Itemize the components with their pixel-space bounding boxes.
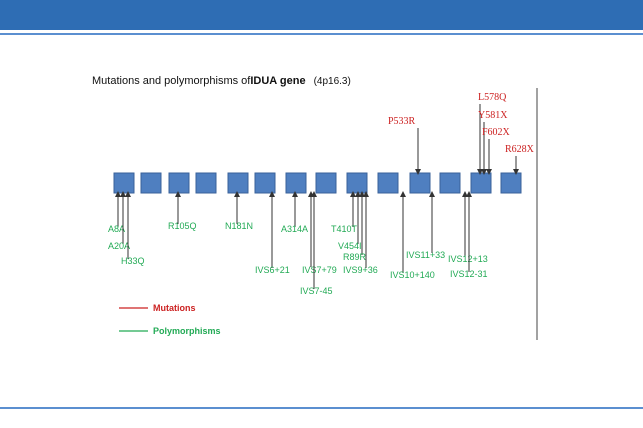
polymorphism-label: R89R (343, 252, 367, 262)
exon-5 (227, 172, 249, 194)
polymorphism-label: A8A (108, 224, 125, 234)
exon-6 (254, 172, 276, 194)
mutation-label: R628X (505, 144, 535, 155)
exon-1 (113, 172, 135, 194)
legend-polymorphism-label: Polymorphisms (153, 326, 221, 336)
polymorphism-label: IVS12-31 (450, 269, 488, 279)
exon-12 (439, 172, 461, 194)
title-prefix: Mutations and polymorphisms of (92, 75, 251, 87)
polymorphism-label: A314A (281, 224, 308, 234)
polymorphism-label: R105Q (168, 221, 197, 231)
mutation-label: L578Q (478, 92, 507, 103)
exon-14 (500, 172, 522, 194)
polymorphism-label: A20A (108, 241, 130, 251)
exon-9 (346, 172, 368, 194)
mutation-label: F602X (482, 127, 511, 138)
exon-11 (409, 172, 431, 194)
exon-13 (470, 172, 492, 194)
exon-8 (315, 172, 337, 194)
polymorphism-label: IVS12+13 (448, 254, 488, 264)
mutation-label: P533R (388, 116, 416, 127)
exon-3 (168, 172, 190, 194)
polymorphism-label: T410T (331, 224, 358, 234)
polymorphism-label: N181N (225, 221, 253, 231)
mutation-label: Y581X (478, 110, 508, 121)
polymorphism-label: IVS11+33 (406, 250, 445, 260)
header-bar (0, 0, 643, 30)
polymorphism-label: IVS6+21 (255, 265, 290, 275)
polymorphism-label: IVS9+36 (343, 265, 378, 275)
legend-mutation-label: Mutations (153, 303, 196, 313)
polymorphism-label: IVS10+140 (390, 270, 435, 280)
polymorphism-label: H33Q (121, 256, 145, 266)
polymorphism-label: IVS7+79 (302, 265, 337, 275)
polymorphism-label: IVS7-45 (300, 286, 333, 296)
exon-10 (377, 172, 399, 194)
exon-7 (285, 172, 307, 194)
exon-4 (195, 172, 217, 194)
diagram-title: Mutations and polymorphisms ofIDUA gene (… (92, 75, 351, 87)
exon-2 (140, 172, 162, 194)
title-locus: (4p16.3) (313, 76, 351, 87)
polymorphism-label: V454I (338, 241, 362, 251)
title-gene: IDUA gene (250, 75, 306, 87)
header-divider (0, 33, 643, 35)
footer-divider (0, 407, 643, 409)
